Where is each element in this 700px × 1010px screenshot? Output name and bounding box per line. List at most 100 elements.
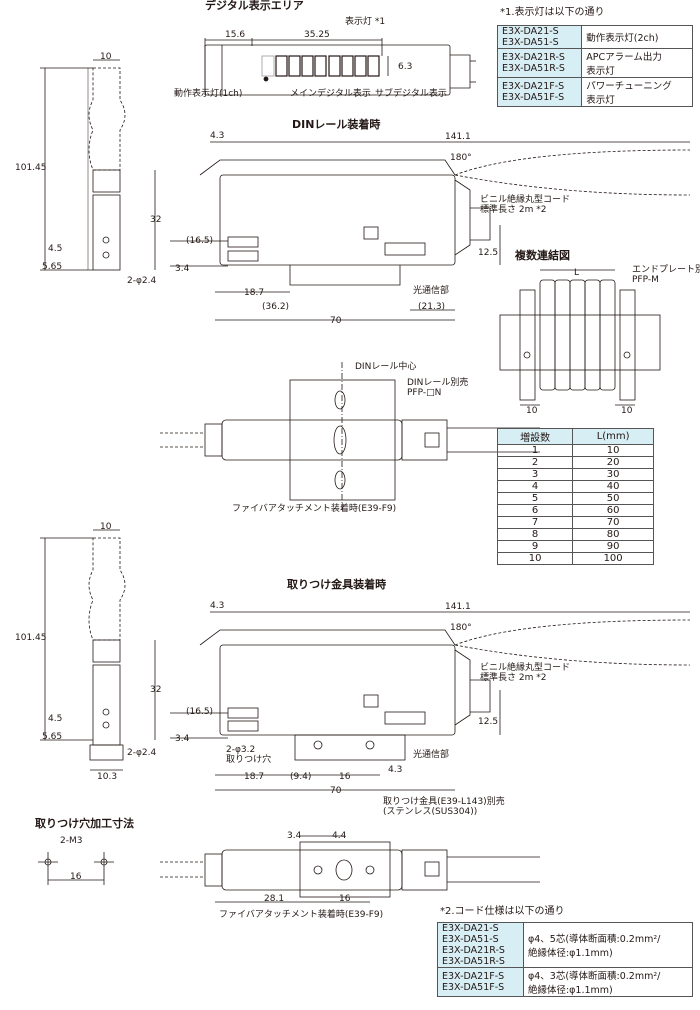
din-front-view <box>154 141 691 321</box>
note1-row: E3X-DA21-S E3X-DA51-S 動作表示灯(2ch) <box>496 25 693 49</box>
unit-count: 3 <box>496 468 574 481</box>
note1-row: E3X-DA21R-S E3X-DA51R-S APCアラーム出力 表示灯 <box>496 48 693 78</box>
br-dim-4-3-top: 4.3 <box>210 601 225 611</box>
note2-models: E3X-DA21F-S E3X-DA51F-S <box>437 967 524 997</box>
din-light-comm: 光通信部 <box>413 286 450 296</box>
unit-L: 30 <box>572 468 654 481</box>
unit-L: 80 <box>572 528 654 541</box>
multi-end-plate: エンドプレート別売 PFP-M <box>632 265 700 286</box>
unit-header-L: L(mm) <box>572 428 654 445</box>
note2-title: *2.コード仕様は以下の通り <box>440 906 565 917</box>
din-dim-16-5: (16.5) <box>186 236 214 246</box>
unit-count: 7 <box>496 516 574 529</box>
din-dim-21-3: (21.3) <box>418 302 446 312</box>
din-dim-2-phi: 2-φ2.4 <box>127 276 157 286</box>
din-dim-70: 70 <box>330 316 342 326</box>
br-dim-3-4: 3.4 <box>175 734 190 744</box>
title-mounting-hole: 取りつけ穴加工寸法 <box>35 817 135 830</box>
din-dim-32: 32 <box>150 215 162 225</box>
unit-L: 40 <box>572 480 654 493</box>
br-bracket-label: 取りつけ金具(E39-L143)別売 (ステンレス(SUS304)) <box>383 797 505 818</box>
unit-count: 8 <box>496 528 574 541</box>
note1-desc: 動作表示灯(2ch) <box>581 25 693 49</box>
dim-6-3: 6.3 <box>398 62 413 72</box>
unit-L: 20 <box>572 456 654 469</box>
unit-count: 2 <box>496 456 574 469</box>
br-dim-10-3: 10.3 <box>97 772 118 782</box>
note1-desc: パワーチューニング 表示灯 <box>581 77 693 107</box>
br-dim-16: 16 <box>339 772 351 782</box>
br-dim-16-5: (16.5) <box>186 707 214 717</box>
note1-models: E3X-DA21F-S E3X-DA51F-S <box>496 77 583 107</box>
note2-row: E3X-DA21F-S E3X-DA51F-S φ4、3芯(導体断面積:0.2m… <box>437 967 694 997</box>
unit-count: 5 <box>496 492 574 505</box>
unit-count: 10 <box>496 552 574 565</box>
bracket-front-view <box>154 611 691 791</box>
main-digital-label: メインデジタル表示 <box>290 89 371 99</box>
sub-digital-label: サブデジタル表示 <box>375 89 447 99</box>
br-dim-9-4: (9.4) <box>290 772 312 782</box>
unit-count: 9 <box>496 540 574 553</box>
note1-desc: APCアラーム出力 表示灯 <box>581 48 693 78</box>
br-dim-180: 180° <box>450 623 472 633</box>
bottom-fiber-attach: ファイバアタッチメント装着時(E39-F9) <box>219 910 384 920</box>
bracket-top-view <box>160 835 540 903</box>
din-dim-101-45: 101.45 <box>15 163 47 173</box>
multi-connection-view <box>499 269 661 406</box>
br-dim-70: 70 <box>330 786 342 796</box>
din-dim-10: 10 <box>100 52 112 62</box>
unit-count: 1 <box>496 444 574 457</box>
bottom-dim-3-4: 3.4 <box>287 831 302 841</box>
hole-m3: 2-M3 <box>60 836 83 846</box>
note1-table: E3X-DA21-S E3X-DA51-S 動作表示灯(2ch) E3X-DA2… <box>496 25 693 107</box>
title-multi-connection: 複数連結図 <box>515 249 570 262</box>
unit-L: 90 <box>572 540 654 553</box>
din-side-view <box>40 59 126 271</box>
unit-L: 60 <box>572 504 654 517</box>
din-dim-4-3: 4.3 <box>210 131 225 141</box>
title-bracket-mount: 取りつけ金具装着時 <box>287 578 387 591</box>
unit-count: 6 <box>496 504 574 517</box>
din-dim-180: 180° <box>450 153 472 163</box>
note2-desc: φ4、5芯(導体断面積:0.2mm²/ 絶縁体径:φ1.1mm) <box>522 922 694 968</box>
din-rail-sold: DINレール別売 PFP-□N <box>407 378 469 399</box>
note1-models: E3X-DA21R-S E3X-DA51R-S <box>496 48 583 78</box>
din-dim-36-2: (36.2) <box>262 302 290 312</box>
br-dim-141-1: 141.1 <box>445 602 471 612</box>
dim-15-6: 15.6 <box>225 30 246 40</box>
br-dim-12-5: 12.5 <box>478 717 499 727</box>
din-dim-141-1: 141.1 <box>445 132 471 142</box>
note2-models: E3X-DA21-S E3X-DA51-S E3X-DA21R-S E3X-DA… <box>437 922 524 968</box>
bottom-dim-28-1: 28.1 <box>264 894 285 904</box>
br-dim-2-phi: 2-φ2.4 <box>127 748 157 758</box>
note1-models: E3X-DA21-S E3X-DA51-S <box>496 25 583 49</box>
title-din-mount: DINレール装着時 <box>292 118 381 131</box>
unit-L: 100 <box>572 552 654 565</box>
unit-count: 4 <box>496 480 574 493</box>
din-cord-label: ビニル絶縁丸型コード 標準長さ 2m *2 <box>480 195 571 216</box>
bottom-dim-16: 16 <box>339 894 351 904</box>
display-area-figure <box>204 38 476 96</box>
unit-header-count: 増設数 <box>496 428 574 445</box>
din-center-label: DINレール中心 <box>355 362 417 372</box>
din-dim-4-5: 4.5 <box>48 244 63 254</box>
note1-title: *1.表示灯は以下の通り <box>500 7 605 18</box>
br-hole-label: 2-φ3.2 取りつけ穴 <box>226 745 272 766</box>
bottom-dim-4-4: 4.4 <box>332 831 347 841</box>
br-dim-5-65: 5.65 <box>42 732 63 742</box>
title-display-area: デジタル表示エリア <box>205 0 304 12</box>
note2-row: E3X-DA21-S E3X-DA51-S E3X-DA21R-S E3X-DA… <box>437 922 694 968</box>
din-top-view <box>160 362 540 510</box>
br-cord-label: ビニル絶縁丸型コード 標準長さ 2m *2 <box>480 663 571 684</box>
